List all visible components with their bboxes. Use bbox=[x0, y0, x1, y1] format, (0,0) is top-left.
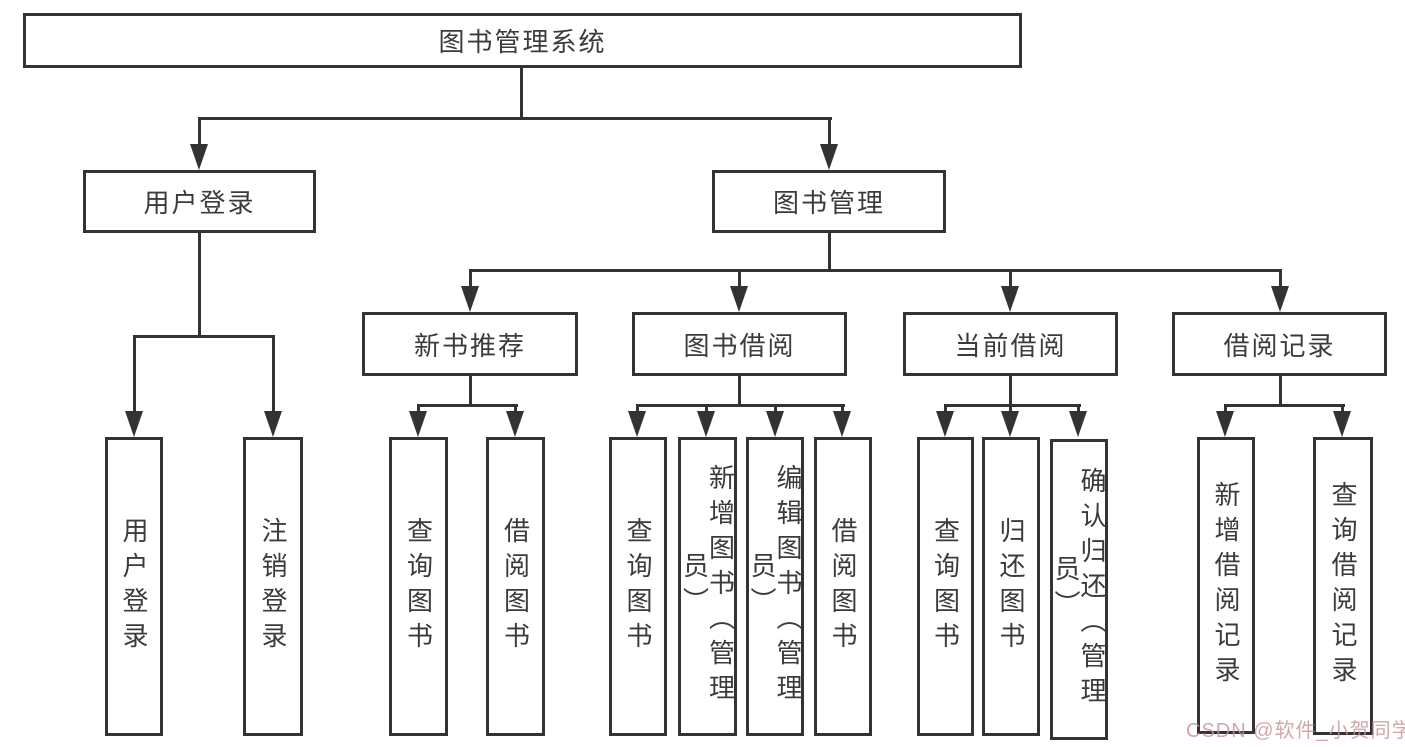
node-borrow-books-recommend: 借阅图书 bbox=[486, 437, 545, 736]
arrow-down-icon bbox=[125, 411, 143, 437]
node-book-management-system: 图书管理系统 bbox=[23, 13, 1022, 68]
connector-line bbox=[1279, 269, 1282, 293]
arrow-down-icon bbox=[730, 286, 748, 312]
node-edit-book-admin: 编辑图书（管理员） bbox=[746, 437, 804, 736]
connector-line bbox=[198, 117, 201, 150]
connector-line bbox=[469, 374, 472, 407]
node-add-book-admin: 新增图书（管理员） bbox=[678, 437, 737, 736]
node-query-books-recommend: 查询图书 bbox=[389, 437, 448, 736]
connector-line bbox=[738, 374, 741, 407]
node-new-book-recommend: 新书推荐 bbox=[362, 312, 578, 376]
node-query-books-current: 查询图书 bbox=[917, 437, 974, 736]
connector-line bbox=[469, 269, 1282, 272]
arrow-down-icon bbox=[833, 411, 851, 437]
arrow-down-icon bbox=[1333, 411, 1351, 437]
arrow-down-icon bbox=[820, 144, 838, 170]
connector-line bbox=[133, 335, 136, 413]
connector-line bbox=[1279, 374, 1282, 407]
node-borrow-books: 借阅图书 bbox=[814, 437, 872, 736]
arrow-down-icon bbox=[1271, 286, 1289, 312]
node-current-borrow: 当前借阅 bbox=[903, 312, 1118, 376]
arrow-down-icon bbox=[936, 411, 954, 437]
arrow-down-icon bbox=[1069, 411, 1087, 437]
node-return-book: 归还图书 bbox=[982, 437, 1040, 736]
node-user-login-group: 用户登录 bbox=[83, 170, 316, 233]
connector-line bbox=[469, 269, 472, 293]
connector-line bbox=[198, 117, 832, 120]
arrow-down-icon bbox=[409, 411, 427, 437]
node-query-borrow-record: 查询借阅记录 bbox=[1313, 437, 1373, 735]
connector-line bbox=[272, 335, 275, 413]
arrow-down-icon bbox=[1001, 411, 1019, 437]
connector-line bbox=[828, 117, 831, 150]
arrow-down-icon bbox=[766, 411, 784, 437]
connector-line bbox=[520, 68, 523, 120]
connector-line bbox=[198, 233, 201, 338]
connector-line bbox=[417, 404, 518, 407]
arrow-down-icon bbox=[628, 411, 646, 437]
connector-line bbox=[1224, 404, 1345, 407]
arrow-down-icon bbox=[1001, 286, 1019, 312]
connector-line bbox=[133, 335, 275, 338]
connector-line bbox=[944, 404, 1081, 407]
node-logout-login: 注销登录 bbox=[243, 437, 303, 736]
arrow-down-icon bbox=[190, 144, 208, 170]
connector-line bbox=[636, 404, 845, 407]
node-borrow-records: 借阅记录 bbox=[1172, 312, 1387, 376]
arrow-down-icon bbox=[264, 411, 282, 437]
node-book-management-group: 图书管理 bbox=[712, 170, 946, 233]
connector-line bbox=[738, 269, 741, 293]
connector-line bbox=[1009, 374, 1012, 407]
arrow-down-icon bbox=[506, 411, 524, 437]
connector-line bbox=[828, 233, 831, 272]
arrow-down-icon bbox=[1216, 411, 1234, 437]
arrow-down-icon bbox=[461, 286, 479, 312]
node-confirm-return-admin: 确认归还（管理员） bbox=[1050, 439, 1108, 740]
node-query-books-borrow: 查询图书 bbox=[609, 437, 667, 736]
node-add-borrow-record: 新增借阅记录 bbox=[1197, 437, 1255, 734]
node-book-borrow: 图书借阅 bbox=[632, 312, 847, 376]
connector-line bbox=[1009, 269, 1012, 293]
node-user-login: 用户登录 bbox=[105, 437, 163, 736]
arrow-down-icon bbox=[697, 411, 715, 437]
